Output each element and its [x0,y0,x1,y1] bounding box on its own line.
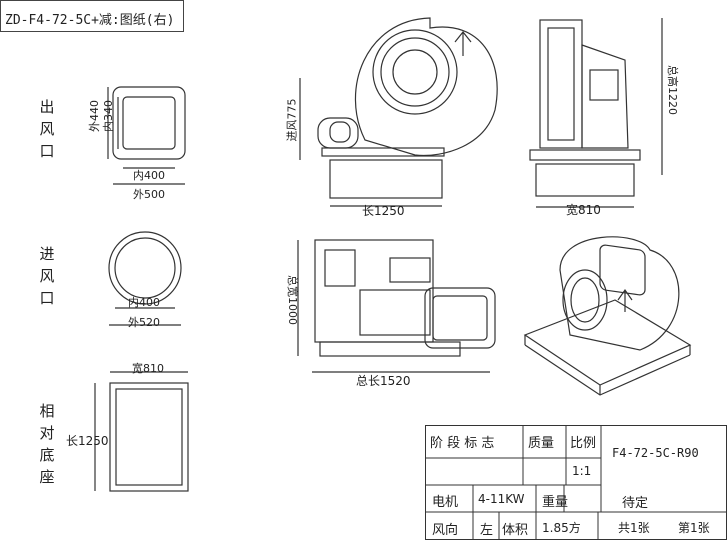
model-code: F4-72-5C-R90 [612,446,699,460]
top-view [297,239,496,373]
weight-label: 重量 [542,495,569,510]
sheet-number: 第1张 [678,521,710,535]
front-inlet-height: 进风775 [285,98,299,142]
base-label: 相对底座 [39,402,55,486]
side-width: 宽810 [566,203,601,217]
inlet-view [108,231,182,326]
stage-mark-label: 阶 段 标 志 [430,436,495,451]
base-width: 宽810 [132,362,164,375]
direction-label: 风向 [432,523,459,538]
mass-label: 质量 [528,436,555,451]
isometric-view [523,236,692,396]
outlet-inner-width: 内400 [133,169,165,182]
title-block-grid [426,426,727,540]
side-view [529,18,663,208]
base-view [94,371,189,492]
title-block: 阶 段 标 志 质量 比例 1:1 F4-72-5C-R90 电机 4-11KW… [425,425,727,540]
total-sheets: 共1张 [618,521,650,535]
top-total-length: 总长1520 [356,374,411,388]
outlet-outer-width: 外500 [133,188,165,201]
drawing-title: ZD-F4-72-5C+减:图纸(右) [0,0,184,32]
inlet-label: 进风口 [39,245,55,307]
outlet-label: 出风口 [39,98,55,160]
direction-value: 左 [480,523,494,538]
volume-value: 1.85方 [542,521,581,535]
base-length: 长1250 [66,434,109,448]
outlet-inner-height: 内340 [102,100,115,132]
outlet-view [107,86,186,185]
top-total-width: 总宽1000 [286,275,299,325]
scale-label: 比例 [570,436,597,451]
front-view [299,17,498,207]
side-total-height: 总高1220 [666,65,679,115]
inlet-inner-dia: 内400 [128,296,160,309]
front-length: 长1250 [362,204,405,218]
weight-value: 待定 [622,496,649,511]
motor-value: 4-11KW [478,492,525,506]
inlet-outer-dia: 外520 [128,316,160,329]
motor-label: 电机 [432,495,459,510]
scale-value: 1:1 [572,464,592,478]
volume-label: 体积 [502,523,529,538]
